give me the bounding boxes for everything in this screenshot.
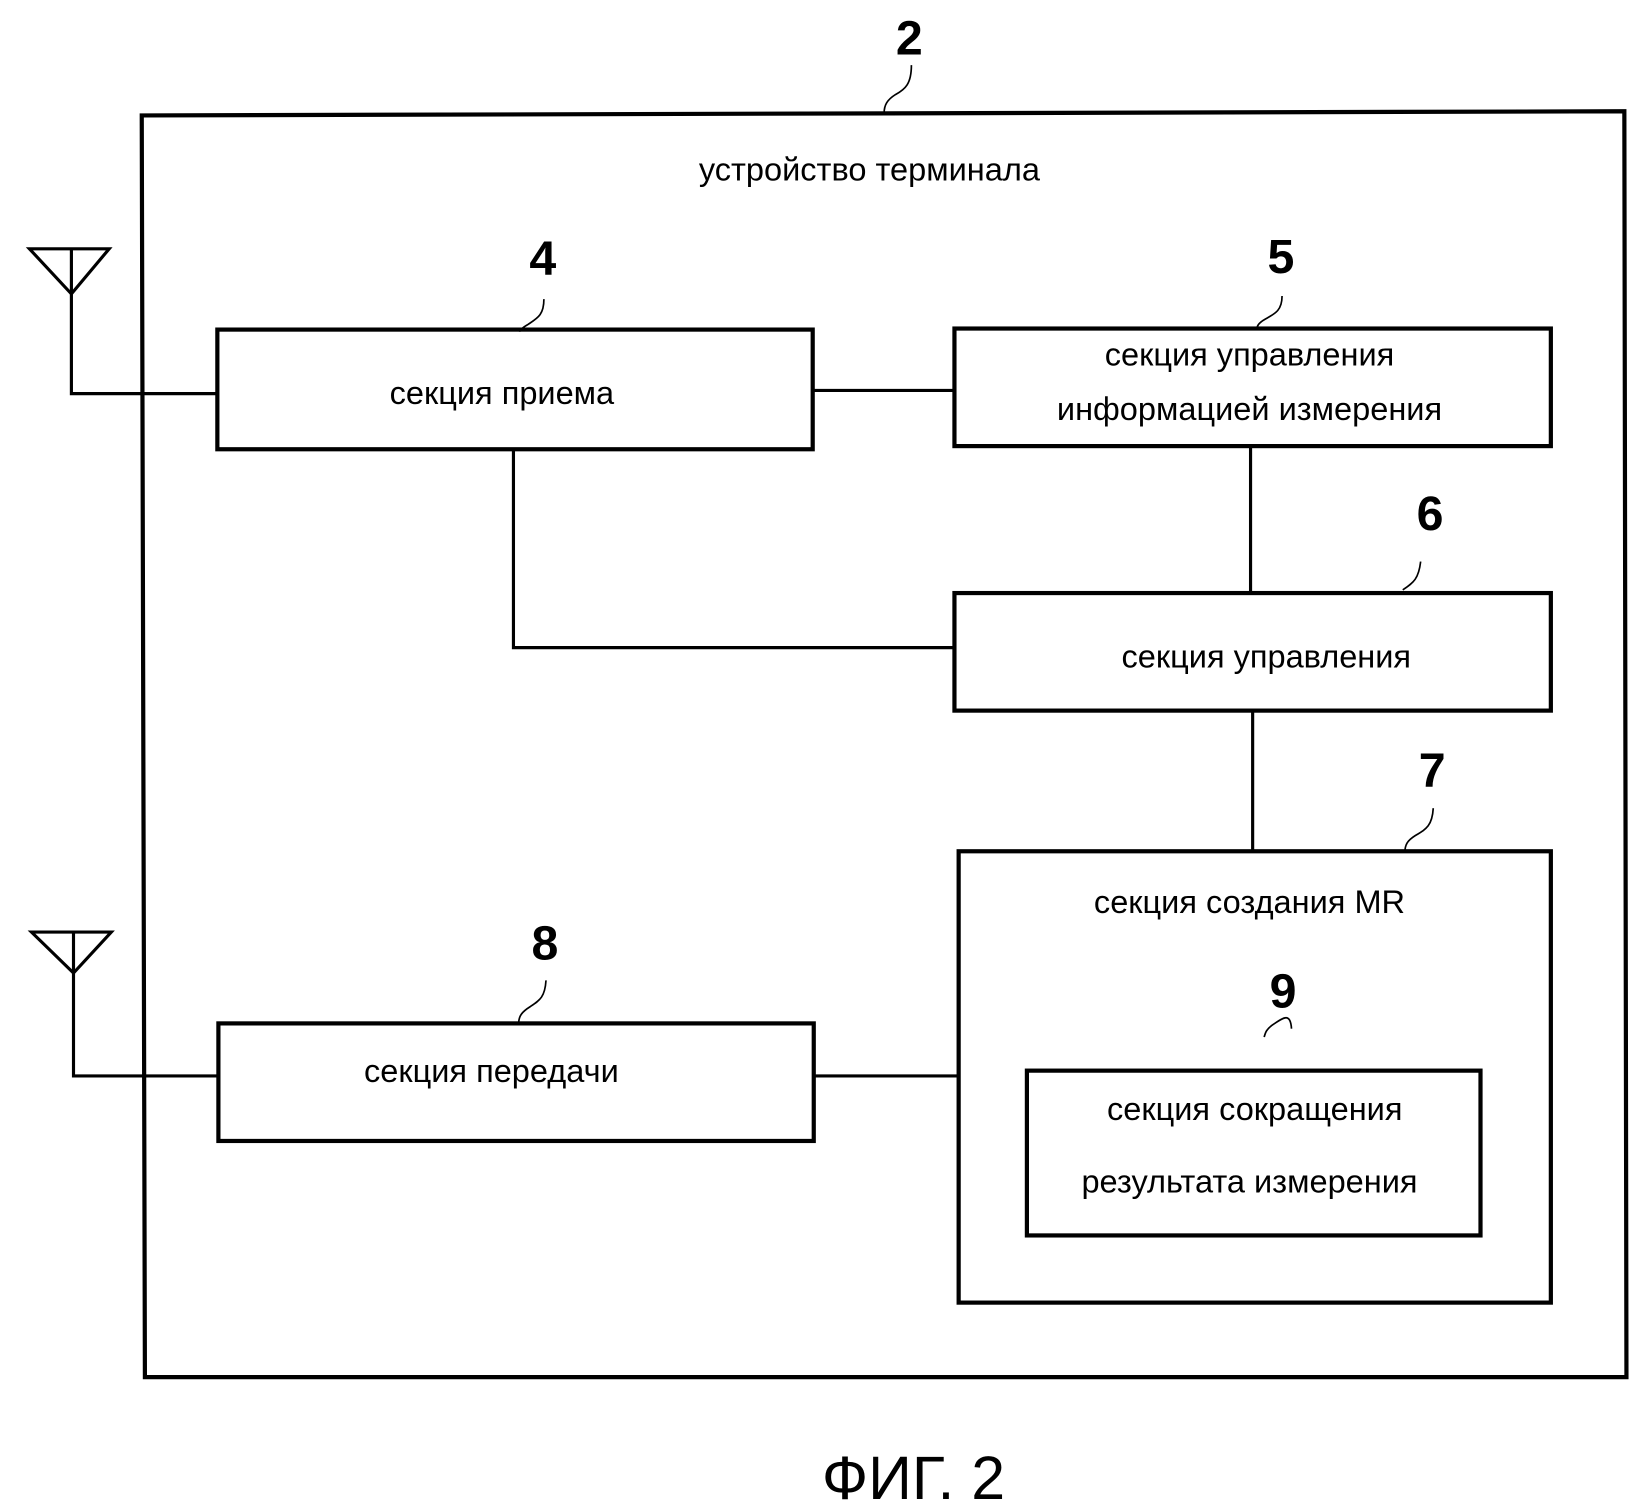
antenna-icon — [25, 247, 218, 396]
block-receive: секция приема 4 — [215, 232, 815, 452]
leader-line-2 — [883, 65, 913, 114]
connections — [511, 388, 1255, 1078]
terminal-device: устройство терминала 2 — [139, 12, 1629, 1380]
block-measurement-info-control: секция управления информацией измерения … — [952, 230, 1553, 449]
block-measurement-result-reduction: секция сокращения результата измерения 9 — [1024, 965, 1483, 1238]
ref-number-6: 6 — [1417, 487, 1444, 541]
terminal-device-label: устройство терминала — [699, 152, 1041, 188]
figure-caption: ФИГ. 2 — [822, 1444, 1005, 1501]
connection-receive-to-control — [511, 449, 955, 650]
block-mr-creation-label: секция создания MR — [1094, 884, 1405, 920]
leader-line-7 — [1404, 808, 1435, 853]
leader-line-5 — [1256, 295, 1283, 330]
block-measurement-result-reduction-label-line1: секция сокращения — [1107, 1091, 1402, 1127]
tx-antenna-wire — [71, 973, 219, 1078]
leader-line-9 — [1263, 1016, 1293, 1038]
leader-line-6 — [1402, 561, 1422, 591]
block-control: секция управления 6 — [952, 487, 1553, 713]
block-measurement-info-control-label-line2: информацией измерения — [1057, 391, 1442, 427]
block-transmit-label: секция передачи — [364, 1053, 619, 1089]
rx-antenna-wire — [69, 293, 218, 396]
ref-number-2: 2 — [896, 12, 923, 66]
block-measurement-info-control-border — [952, 326, 1553, 449]
terminal-device-border — [139, 109, 1629, 1380]
block-measurement-result-reduction-label-line2: результата измерения — [1081, 1163, 1417, 1199]
block-control-label: секция управления — [1122, 639, 1412, 675]
block-transmit-border — [216, 1021, 816, 1144]
block-measurement-result-reduction-border — [1024, 1068, 1483, 1238]
block-measurement-info-control-label-line1: секция управления — [1105, 336, 1395, 372]
antenna-icon — [27, 930, 219, 1078]
leader-line-8 — [517, 980, 547, 1024]
ref-number-4: 4 — [529, 232, 556, 286]
block-mr-creation: секция создания MR 7 — [956, 744, 1553, 1305]
leader-line-4 — [518, 299, 545, 332]
ref-number-7: 7 — [1419, 744, 1446, 798]
ref-number-8: 8 — [532, 916, 559, 970]
block-transmit: секция передачи 8 — [216, 916, 816, 1144]
block-receive-label: секция приема — [390, 375, 615, 411]
ref-number-9: 9 — [1270, 965, 1297, 1019]
ref-number-5: 5 — [1268, 230, 1295, 284]
